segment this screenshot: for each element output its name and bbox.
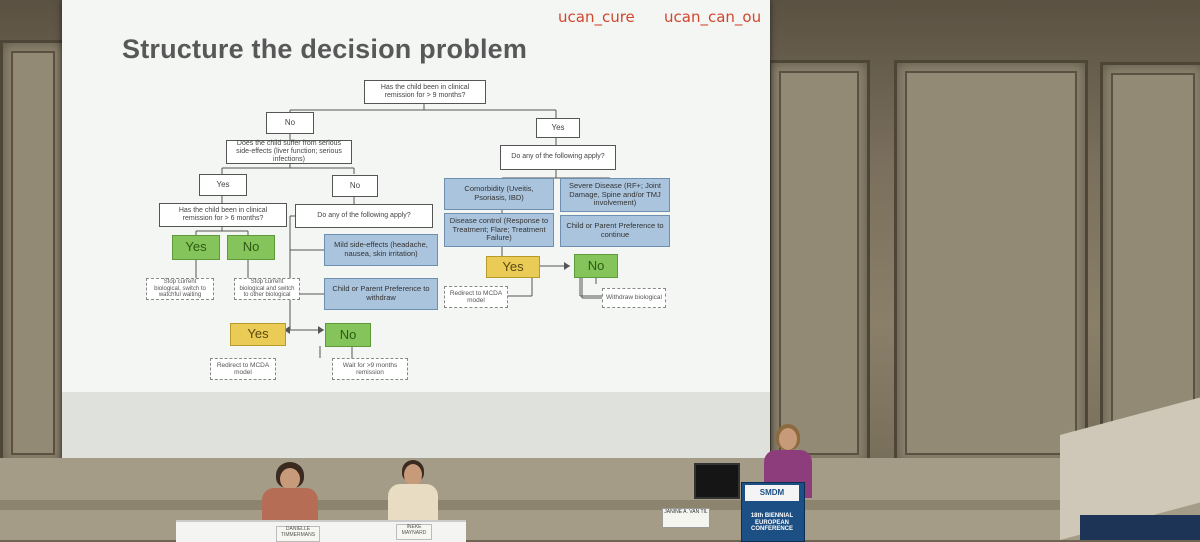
remission-6-question: Has the child been in clinical remission… — [159, 203, 287, 227]
wall-panel — [894, 60, 1088, 466]
podium-monitor — [694, 463, 740, 499]
ucan-can-ou-logo: ucan_can_ou — [664, 8, 762, 26]
podium-logo: SMDM — [745, 485, 799, 501]
side-effects-question: Does the child suffer from serious side-… — [226, 140, 352, 164]
screen-bottom-margin — [62, 392, 770, 460]
root-question: Has the child been in clinical remission… — [364, 80, 486, 104]
disease-control: Disease control (Response to Treatment; … — [444, 213, 554, 247]
withdraw-biological: Withdraw biological — [602, 288, 666, 308]
yes-yellow-bottom: Yes — [230, 323, 286, 346]
yes-yellow-right: Yes — [486, 256, 540, 278]
yes-green-left: Yes — [172, 235, 220, 260]
wall-panel — [1100, 62, 1200, 464]
stop-switch-other: Stop current biological and switch to ot… — [234, 278, 300, 300]
nameplate-maynard: INEKE MAYNARD — [396, 524, 432, 540]
redirect-mcda-right: Redirect to MCDA model — [444, 286, 508, 308]
yes-top: Yes — [536, 118, 580, 138]
wall-panel — [768, 60, 870, 466]
apply-question-left: Do any of the following apply? — [295, 204, 433, 228]
podium-text: 18th BIENNIAL EUROPEAN CONFERENCE — [750, 513, 794, 533]
arrowhead — [318, 326, 324, 334]
severe-disease: Severe Disease (RF+; Joint Damage, Spine… — [560, 178, 670, 212]
comorbidity: Comorbidity (Uveitis, Psoriasis, IBD) — [444, 178, 554, 210]
no-green-left: No — [227, 235, 275, 260]
redirect-mcda-bottom: Redirect to MCDA model — [210, 358, 276, 380]
wait-9-months: Wait for >9 months remission — [332, 358, 408, 380]
no-green-right: No — [574, 254, 618, 278]
stop-switch-watchful: Stop current biological, switch to watch… — [146, 278, 214, 300]
stage-rail — [0, 500, 1060, 510]
nameplate-speaker: JANINE A. VAN TIL — [662, 508, 710, 528]
projection-screen: ucan_cure ucan_can_ou Structure the deci… — [62, 0, 770, 460]
wall-panel — [0, 40, 66, 466]
ucan-cure-logo: ucan_cure — [558, 8, 635, 26]
arrowhead — [564, 262, 570, 270]
slide: ucan_cure ucan_can_ou Structure the deci… — [62, 0, 770, 392]
audience-seats — [1080, 515, 1200, 540]
no-green-bottom: No — [325, 323, 371, 347]
mild-side-effects: Mild side-effects (headache, nausea, ski… — [324, 234, 438, 266]
panel-desk — [176, 520, 466, 542]
apply-question-right: Do any of the following apply? — [500, 145, 616, 170]
no-top: No — [266, 112, 314, 134]
yes-left: Yes — [199, 174, 247, 196]
arrowhead — [284, 326, 290, 334]
no-left: No — [332, 175, 378, 197]
slide-title: Structure the decision problem — [122, 34, 528, 64]
parent-preference-withdraw: Child or Parent Preference to withdraw — [324, 278, 438, 310]
parent-preference-continue: Child or Parent Preference to continue — [560, 215, 670, 247]
